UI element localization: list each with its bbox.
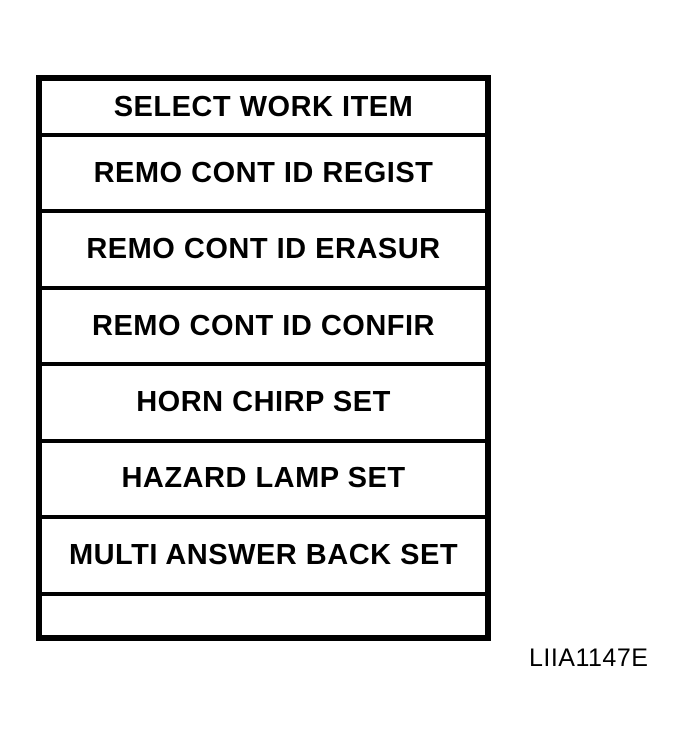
menu-empty-row (42, 595, 485, 635)
figure-code-label: LIIA1147E (529, 644, 649, 672)
menu-item-multi-answer-back-set[interactable]: MULTI ANSWER BACK SET (42, 519, 485, 596)
menu-item-remo-cont-id-regist[interactable]: REMO CONT ID REGIST (42, 137, 485, 214)
menu-item-horn-chirp-set[interactable]: HORN CHIRP SET (42, 366, 485, 443)
menu-item-remo-cont-id-confir[interactable]: REMO CONT ID CONFIR (42, 289, 485, 367)
menu-title: SELECT WORK ITEM (42, 81, 485, 137)
menu-item-hazard-lamp-set[interactable]: HAZARD LAMP SET (42, 442, 485, 520)
menu-item-remo-cont-id-erasur[interactable]: REMO CONT ID ERASUR (42, 213, 485, 290)
work-item-menu: SELECT WORK ITEM REMO CONT ID REGIST REM… (36, 75, 491, 641)
